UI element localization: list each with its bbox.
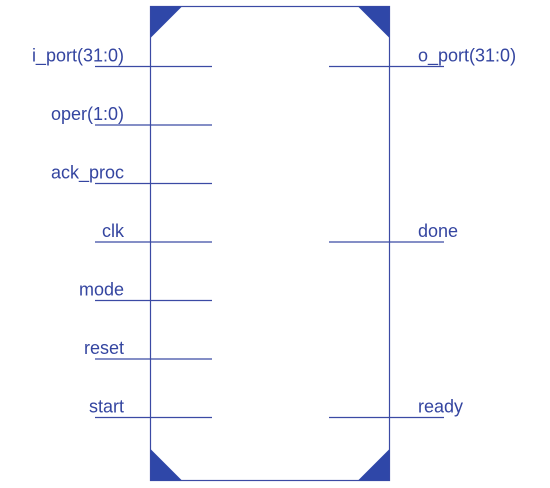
- output-pin-label-o-port-31-0: o_port(31:0): [418, 46, 516, 67]
- input-pin-label-reset: reset: [84, 338, 124, 358]
- corner-marker-bottom-right: [358, 449, 390, 481]
- corner-marker-top-left: [150, 6, 182, 38]
- corner-marker-top-right: [358, 6, 390, 38]
- output-pin-label-done: done: [418, 221, 458, 241]
- input-pin-label-i-port-31-0: i_port(31:0): [32, 46, 124, 67]
- corner-marker-bottom-left: [150, 449, 182, 481]
- output-pins: o_port(31:0)done ready: [329, 46, 516, 419]
- block-body: [149, 5, 391, 482]
- input-pin-label-start: start: [89, 397, 124, 417]
- input-pin-label-clk: clk: [102, 221, 125, 241]
- output-pin-label-ready: ready: [418, 397, 463, 417]
- input-pin-label-mode: mode: [79, 280, 124, 300]
- input-pin-label-ack-proc: ack_proc: [51, 163, 124, 184]
- input-pin-label-oper-1-0: oper(1:0): [51, 104, 124, 124]
